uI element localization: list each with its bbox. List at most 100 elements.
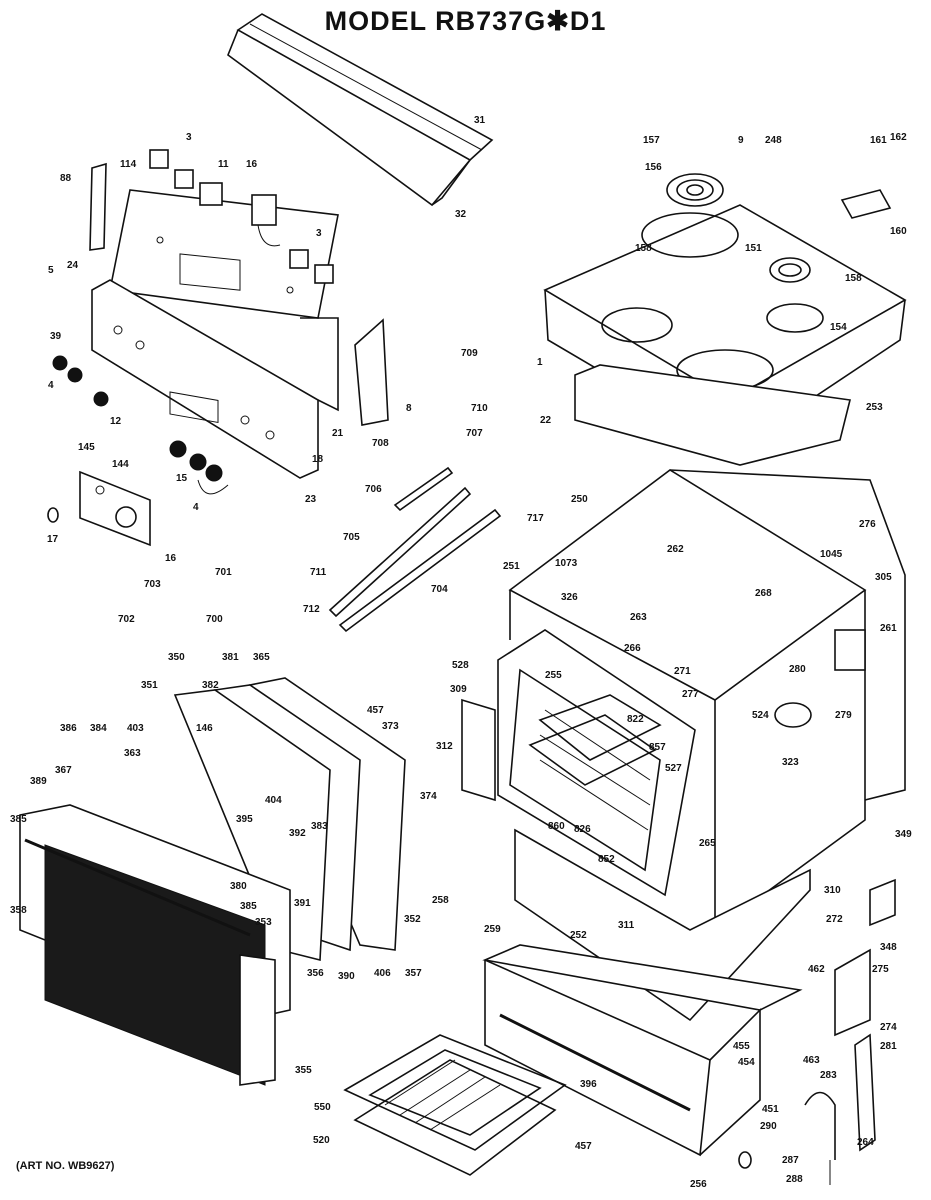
callout-382: 382 (202, 680, 219, 691)
callout-24: 24 (67, 260, 79, 271)
callout-252: 252 (570, 930, 587, 941)
callout-262: 262 (667, 544, 684, 555)
surface-elements (666, 173, 811, 283)
callout-373: 373 (382, 721, 399, 732)
callout-704: 704 (431, 584, 448, 595)
callout-305: 305 (875, 572, 892, 583)
callout-391: 391 (294, 898, 311, 909)
callout-363: 363 (124, 748, 141, 759)
callout-160: 160 (890, 226, 907, 237)
callout-390: 390 (338, 971, 355, 982)
callout-822: 822 (627, 714, 644, 725)
callout-367: 367 (55, 765, 72, 776)
callout-268: 268 (755, 588, 772, 599)
callout-274: 274 (880, 1022, 897, 1033)
callout-272: 272 (826, 914, 843, 925)
callout-264: 264 (857, 1137, 874, 1148)
callout-253: 253 (866, 402, 883, 413)
callout-157: 157 (643, 135, 660, 146)
cooktop (543, 204, 907, 451)
callout-396: 396 (580, 1079, 597, 1090)
callout-706: 706 (365, 484, 382, 495)
callout-88: 88 (60, 173, 72, 184)
callout-700: 700 (206, 614, 223, 625)
callout-22: 22 (540, 415, 552, 426)
end-cap-88 (89, 162, 107, 251)
switches-top (149, 149, 334, 284)
callout-309: 309 (450, 684, 467, 695)
front-control-panel (91, 279, 339, 479)
callout-1045: 1045 (820, 549, 843, 560)
callout-403: 403 (127, 723, 144, 734)
callout-18: 18 (312, 454, 324, 465)
art-number: (ART NO. WB9627) (16, 1160, 115, 1172)
callout-311: 311 (618, 920, 635, 931)
callout-717: 717 (527, 513, 544, 524)
callout-16b: 16 (165, 553, 177, 564)
callout-395: 395 (236, 814, 253, 825)
callout-255: 255 (545, 670, 562, 681)
callout-520: 520 (313, 1135, 330, 1146)
callout-280: 280 (789, 664, 806, 675)
callout-385b: 385 (240, 901, 257, 912)
callout-39: 39 (50, 331, 62, 342)
callout-527: 527 (665, 763, 682, 774)
side-panel-312 (461, 698, 496, 802)
callout-326: 326 (561, 592, 578, 603)
callout-392: 392 (289, 828, 306, 839)
callout-5: 5 (48, 265, 54, 276)
callout-384: 384 (90, 723, 107, 734)
callout-349: 349 (895, 829, 912, 840)
callout-710: 710 (471, 403, 488, 414)
callout-154: 154 (830, 322, 847, 333)
callout-277: 277 (682, 689, 699, 700)
callout-454: 454 (738, 1057, 755, 1068)
callout-705: 705 (343, 532, 360, 543)
callout-9: 9 (738, 135, 744, 146)
callout-4a: 4 (48, 380, 54, 391)
callout-8: 8 (406, 403, 412, 414)
callout-1073: 1073 (555, 558, 578, 569)
callout-12: 12 (110, 416, 122, 427)
callout-266: 266 (624, 643, 641, 654)
callout-275: 275 (872, 964, 889, 975)
callout-351: 351 (141, 680, 158, 691)
callout-357: 357 (405, 968, 422, 979)
side-bracket-8 (354, 318, 389, 426)
callout-826: 826 (574, 824, 591, 835)
callout-703: 703 (144, 579, 161, 590)
callout-712: 712 (303, 604, 320, 615)
callout-352: 352 (404, 914, 421, 925)
callout-406: 406 (374, 968, 391, 979)
callout-279: 279 (835, 710, 852, 721)
oven-door-assembly (19, 677, 406, 1086)
callout-23: 23 (305, 494, 317, 505)
lower-panel-310 (514, 828, 811, 1022)
callout-374: 374 (420, 791, 437, 802)
callout-701: 701 (215, 567, 232, 578)
callout-258: 258 (432, 895, 449, 906)
callout-310: 310 (824, 885, 841, 896)
callout-15: 15 (176, 473, 188, 484)
broiler-pan (343, 1034, 567, 1176)
callout-144: 144 (112, 459, 129, 470)
callout-707: 707 (466, 428, 483, 439)
callout-288: 288 (786, 1174, 803, 1185)
light-bulb-17 (47, 507, 59, 523)
callout-248: 248 (765, 135, 782, 146)
callout-323: 323 (782, 757, 799, 768)
callout-524: 524 (752, 710, 769, 721)
callout-labels: 31 32 157 9 248 161 162 160 3 11 16 114 … (10, 115, 912, 1190)
callout-356: 356 (307, 968, 324, 979)
oven-racks (528, 694, 662, 786)
callout-114: 114 (120, 159, 137, 170)
callout-281: 281 (880, 1041, 897, 1052)
callout-276: 276 (859, 519, 876, 530)
callout-158a: 158 (635, 243, 652, 254)
callout-259: 259 (484, 924, 501, 935)
callout-711: 711 (310, 567, 327, 578)
element-pan-253 (574, 364, 851, 466)
callout-146: 146 (196, 723, 213, 734)
callout-158b: 158 (845, 273, 862, 284)
callout-355: 355 (295, 1065, 312, 1076)
